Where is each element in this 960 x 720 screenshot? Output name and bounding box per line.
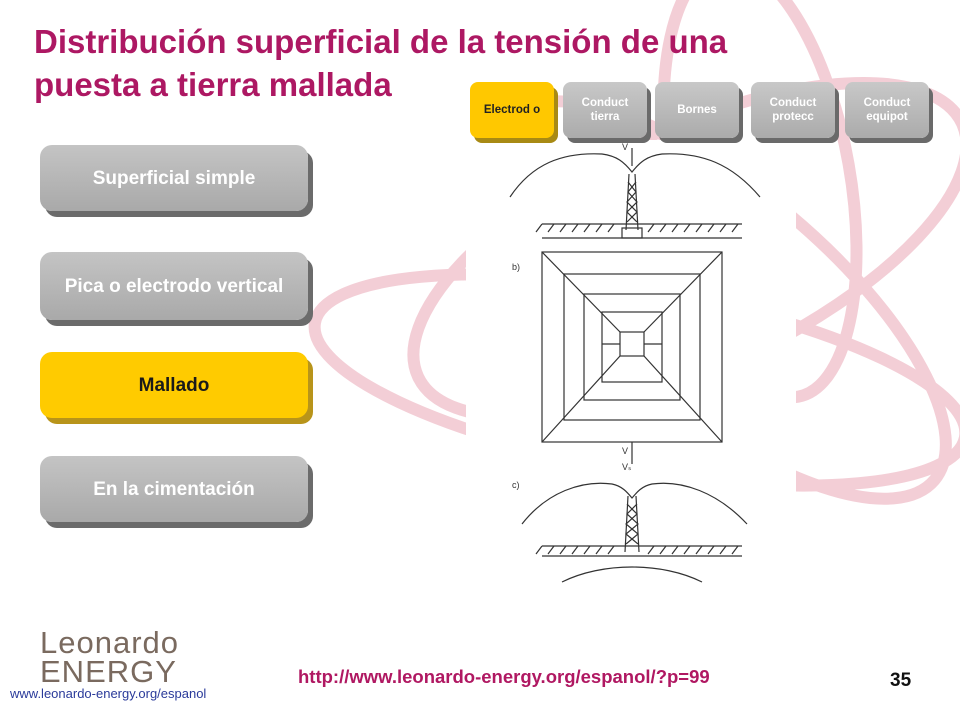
mesh-grid-plan: [541, 251, 723, 443]
figure-label-c: c): [512, 480, 520, 490]
voltage-curve-bottom: [521, 442, 748, 525]
figure-label-b: b): [512, 262, 520, 272]
menu-item-label: En la cimentación: [93, 478, 255, 500]
ground-line-top: [535, 223, 742, 239]
page-title: Distribución superficial de la tensión d…: [34, 23, 728, 103]
tab-conduct-tierra[interactable]: Conduct tierra: [563, 82, 647, 138]
menu-item-label: Mallado: [138, 374, 210, 396]
tab-label: Bornes: [677, 104, 717, 116]
menu-item-superficial-simple[interactable]: Superficial simple: [40, 145, 308, 211]
footer-url[interactable]: www.leonardo-energy.org/espanol: [10, 686, 207, 701]
tab-conduct-equipot[interactable]: Conduct equipot: [845, 82, 929, 138]
logo-line-1: Leonardo: [40, 625, 180, 660]
menu-item-label: Pica o electrodo vertical: [64, 275, 284, 297]
menu-item-pica-electrodo-vertical[interactable]: Pica o electrodo vertical: [40, 252, 308, 320]
page-number: 35: [890, 670, 912, 691]
tab-label: Conduct tierra: [581, 97, 629, 123]
tab-bornes[interactable]: Bornes: [655, 82, 739, 138]
tab-label: Conduct equipot: [863, 97, 911, 123]
tab-conduct-protecc[interactable]: Conduct protecc: [751, 82, 835, 138]
leonardo-energy-logo: Leonardo ENERGY: [40, 625, 180, 689]
voltage-curve-top: [509, 148, 761, 198]
tab-electrodo[interactable]: Electrod o: [470, 82, 554, 138]
menu-item-label: Superficial simple: [92, 167, 256, 189]
menu-item-en-la-cimentacion[interactable]: En la cimentación: [40, 456, 308, 522]
reference-link[interactable]: http://www.leonardo-energy.org/espanol/?…: [298, 666, 710, 687]
figure-label-v-top: V: [622, 142, 628, 152]
figure-label-vs: Vₛ: [622, 462, 631, 472]
grounding-grid-figure: b) c) V V Vₛ: [509, 142, 761, 583]
tab-label: Electrod o: [483, 104, 541, 116]
tab-label: Conduct protecc: [769, 97, 817, 123]
figure-label-v-bottom: V: [622, 446, 628, 456]
logo-line-2: ENERGY: [40, 654, 177, 689]
tower-bottom-icon: [624, 495, 640, 553]
tower-top-icon: [625, 173, 639, 231]
menu-item-mallado[interactable]: Mallado: [40, 352, 308, 418]
ground-line-bottom: [535, 545, 742, 583]
